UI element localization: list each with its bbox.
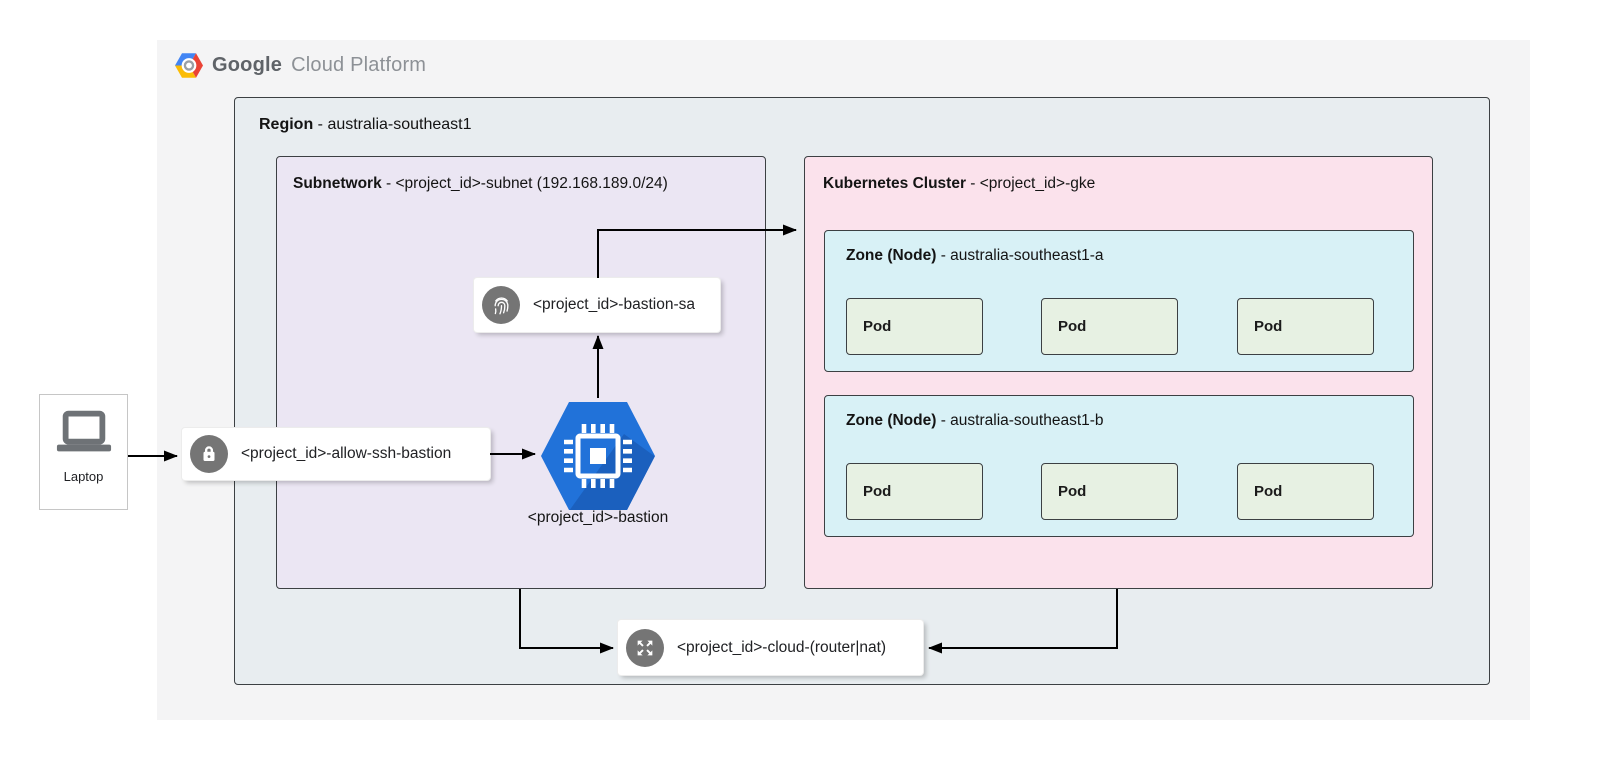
lock-icon [190,435,228,473]
subnetwork-title: Subnetwork - <project_id>-subnet (192.16… [293,175,668,192]
region-container: Region - australia-southeast1 Subnetwork… [234,97,1490,685]
kubernetes-cluster-title: Kubernetes Cluster - <project_id>-gke [823,175,1096,192]
gcp-logo: Google Cloud Platform [175,53,426,78]
subnetwork-container: Subnetwork - <project_id>-subnet (192.16… [276,156,766,589]
zone-a-container: Zone (Node) - australia-southeast1-a Pod… [824,230,1414,372]
compute-engine-icon [541,402,655,510]
pod: Pod [846,298,983,355]
zone-b-container: Zone (Node) - australia-southeast1-b Pod… [824,395,1414,537]
gcp-platform-container: Google Cloud Platform Region - australia… [157,40,1530,720]
service-account-label: <project_id>-bastion-sa [533,296,695,313]
laptop-node: Laptop [39,394,128,510]
gcp-logo-icon [175,53,203,78]
service-account-node: <project_id>-bastion-sa [474,278,720,332]
zone-a-title: Zone (Node) - australia-southeast1-a [846,247,1104,264]
firewall-rule-label: <project_id>-allow-ssh-bastion [241,445,452,462]
pod: Pod [1237,298,1374,355]
bastion-label: <project_id>-bastion [527,509,669,526]
pod: Pod [1237,463,1374,520]
zone-b-title: Zone (Node) - australia-southeast1-b [846,412,1104,429]
fingerprint-icon [482,286,520,324]
cloud-router-nat-node: <project_id>-cloud-(router|nat) [618,620,923,675]
brand-cloud-platform: Cloud Platform [291,54,427,76]
cloud-router-nat-label: <project_id>-cloud-(router|nat) [677,638,887,656]
pod: Pod [846,463,983,520]
laptop-icon [56,410,111,452]
pod: Pod [1041,463,1178,520]
brand-google: Google [212,54,283,76]
pod: Pod [1041,298,1178,355]
laptop-label: Laptop [63,469,104,484]
region-title: Region - australia-southeast1 [259,116,472,133]
firewall-rule-node: <project_id>-allow-ssh-bastion [182,428,490,480]
kubernetes-cluster-container: Kubernetes Cluster - <project_id>-gke Zo… [804,156,1433,589]
router-nat-icon [626,628,664,667]
